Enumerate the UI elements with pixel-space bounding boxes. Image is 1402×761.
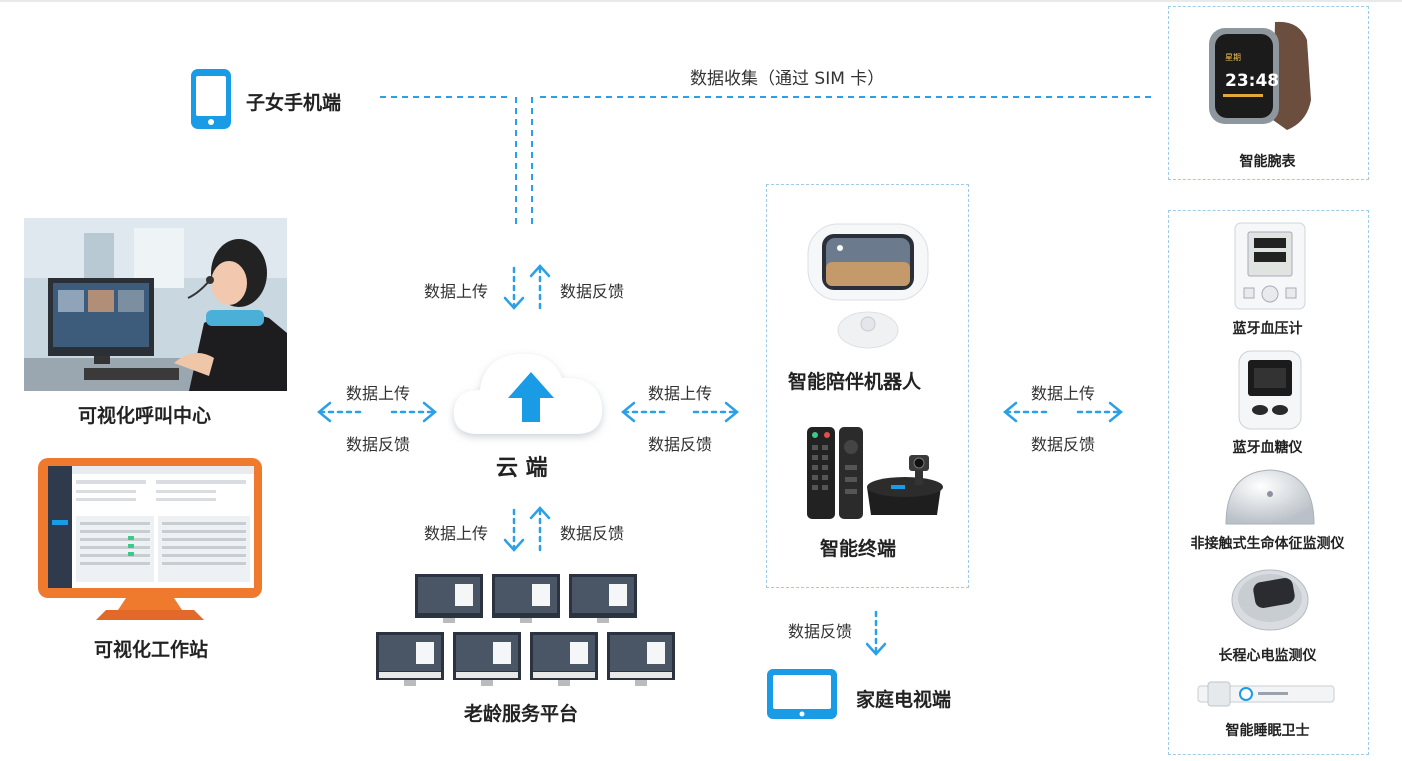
terminal-label: 智能终端 [820,538,897,560]
device-label-5: 智能睡眠卫士 [1225,723,1310,739]
device-label-3: 非接触式生命体征监测仪 [1190,536,1345,552]
home-devices-group [766,184,969,588]
bottom-upload-label: 数据上传 [424,524,489,543]
robot-image [807,223,929,349]
mid-upload-label: 数据上传 [648,384,713,403]
phone-icon [191,69,231,129]
cloud-label: 云 端 [496,456,548,481]
top-feedback-label: 数据反馈 [560,282,625,301]
health-devices-group [1168,210,1369,755]
left-feedback-label: 数据反馈 [346,435,411,454]
mobile-label: 子女手机端 [246,92,342,114]
vital-sign-monitor-image [1225,469,1315,525]
glucose-meter-image [1238,350,1302,430]
tablet-tv-icon [767,669,837,719]
smart-watch-image: 23:48 星期 [1209,21,1311,130]
ecg-monitor-image [1231,569,1309,631]
left-upload-label: 数据上传 [346,384,411,403]
workstation-image [38,458,262,620]
watch-group [1168,6,1369,180]
device-label-4: 长程心电监测仪 [1218,648,1317,664]
device-label-2: 蓝牙血糖仪 [1232,440,1303,456]
tv-label: 家庭电视端 [856,689,952,711]
platform-monitors [376,574,675,686]
collect-label: 数据收集（通过 SIM 卡） [690,69,885,89]
call-center-photo [24,218,287,391]
bp-monitor-image [1234,222,1306,310]
top-upload-label: 数据上传 [424,282,489,301]
right-upload-label: 数据上传 [1031,384,1096,403]
workstation-label: 可视化工作站 [94,639,209,661]
device-label-1: 蓝牙血压计 [1232,321,1303,337]
right-feedback-label: 数据反馈 [1031,435,1096,454]
sleep-monitor-image [1197,681,1335,707]
bottom-feedback-label: 数据反馈 [560,524,625,543]
top-rule [0,0,1402,2]
cloud-upload-icon [453,353,603,434]
platform-label: 老龄服务平台 [464,703,579,725]
device-label-0: 智能腕表 [1239,154,1296,170]
robot-label: 智能陪伴机器人 [788,371,922,393]
call-center-label: 可视化呼叫中心 [78,405,212,427]
mid-feedback-label: 数据反馈 [648,435,713,454]
watch-time: 23:48 [1225,71,1279,91]
terminal-image [807,427,943,519]
tv-feedback-label: 数据反馈 [788,622,853,641]
watch-day: 星期 [1225,53,1241,62]
